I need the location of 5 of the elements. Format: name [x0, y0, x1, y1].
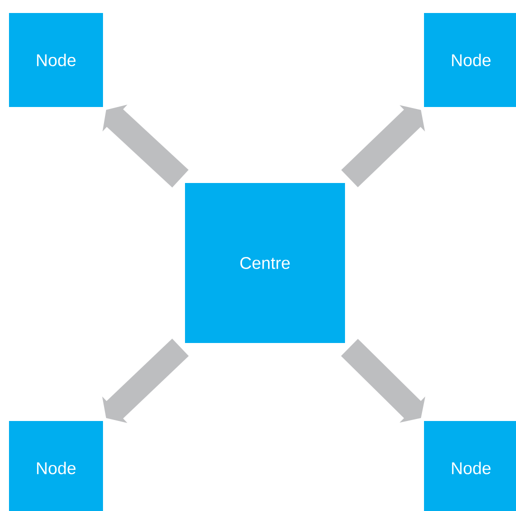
node-box: Node	[424, 421, 516, 511]
node-box: Node	[9, 13, 103, 107]
centre-box: Centre	[185, 183, 345, 343]
node-box: Node	[9, 421, 103, 511]
node-box: Node	[424, 13, 516, 107]
